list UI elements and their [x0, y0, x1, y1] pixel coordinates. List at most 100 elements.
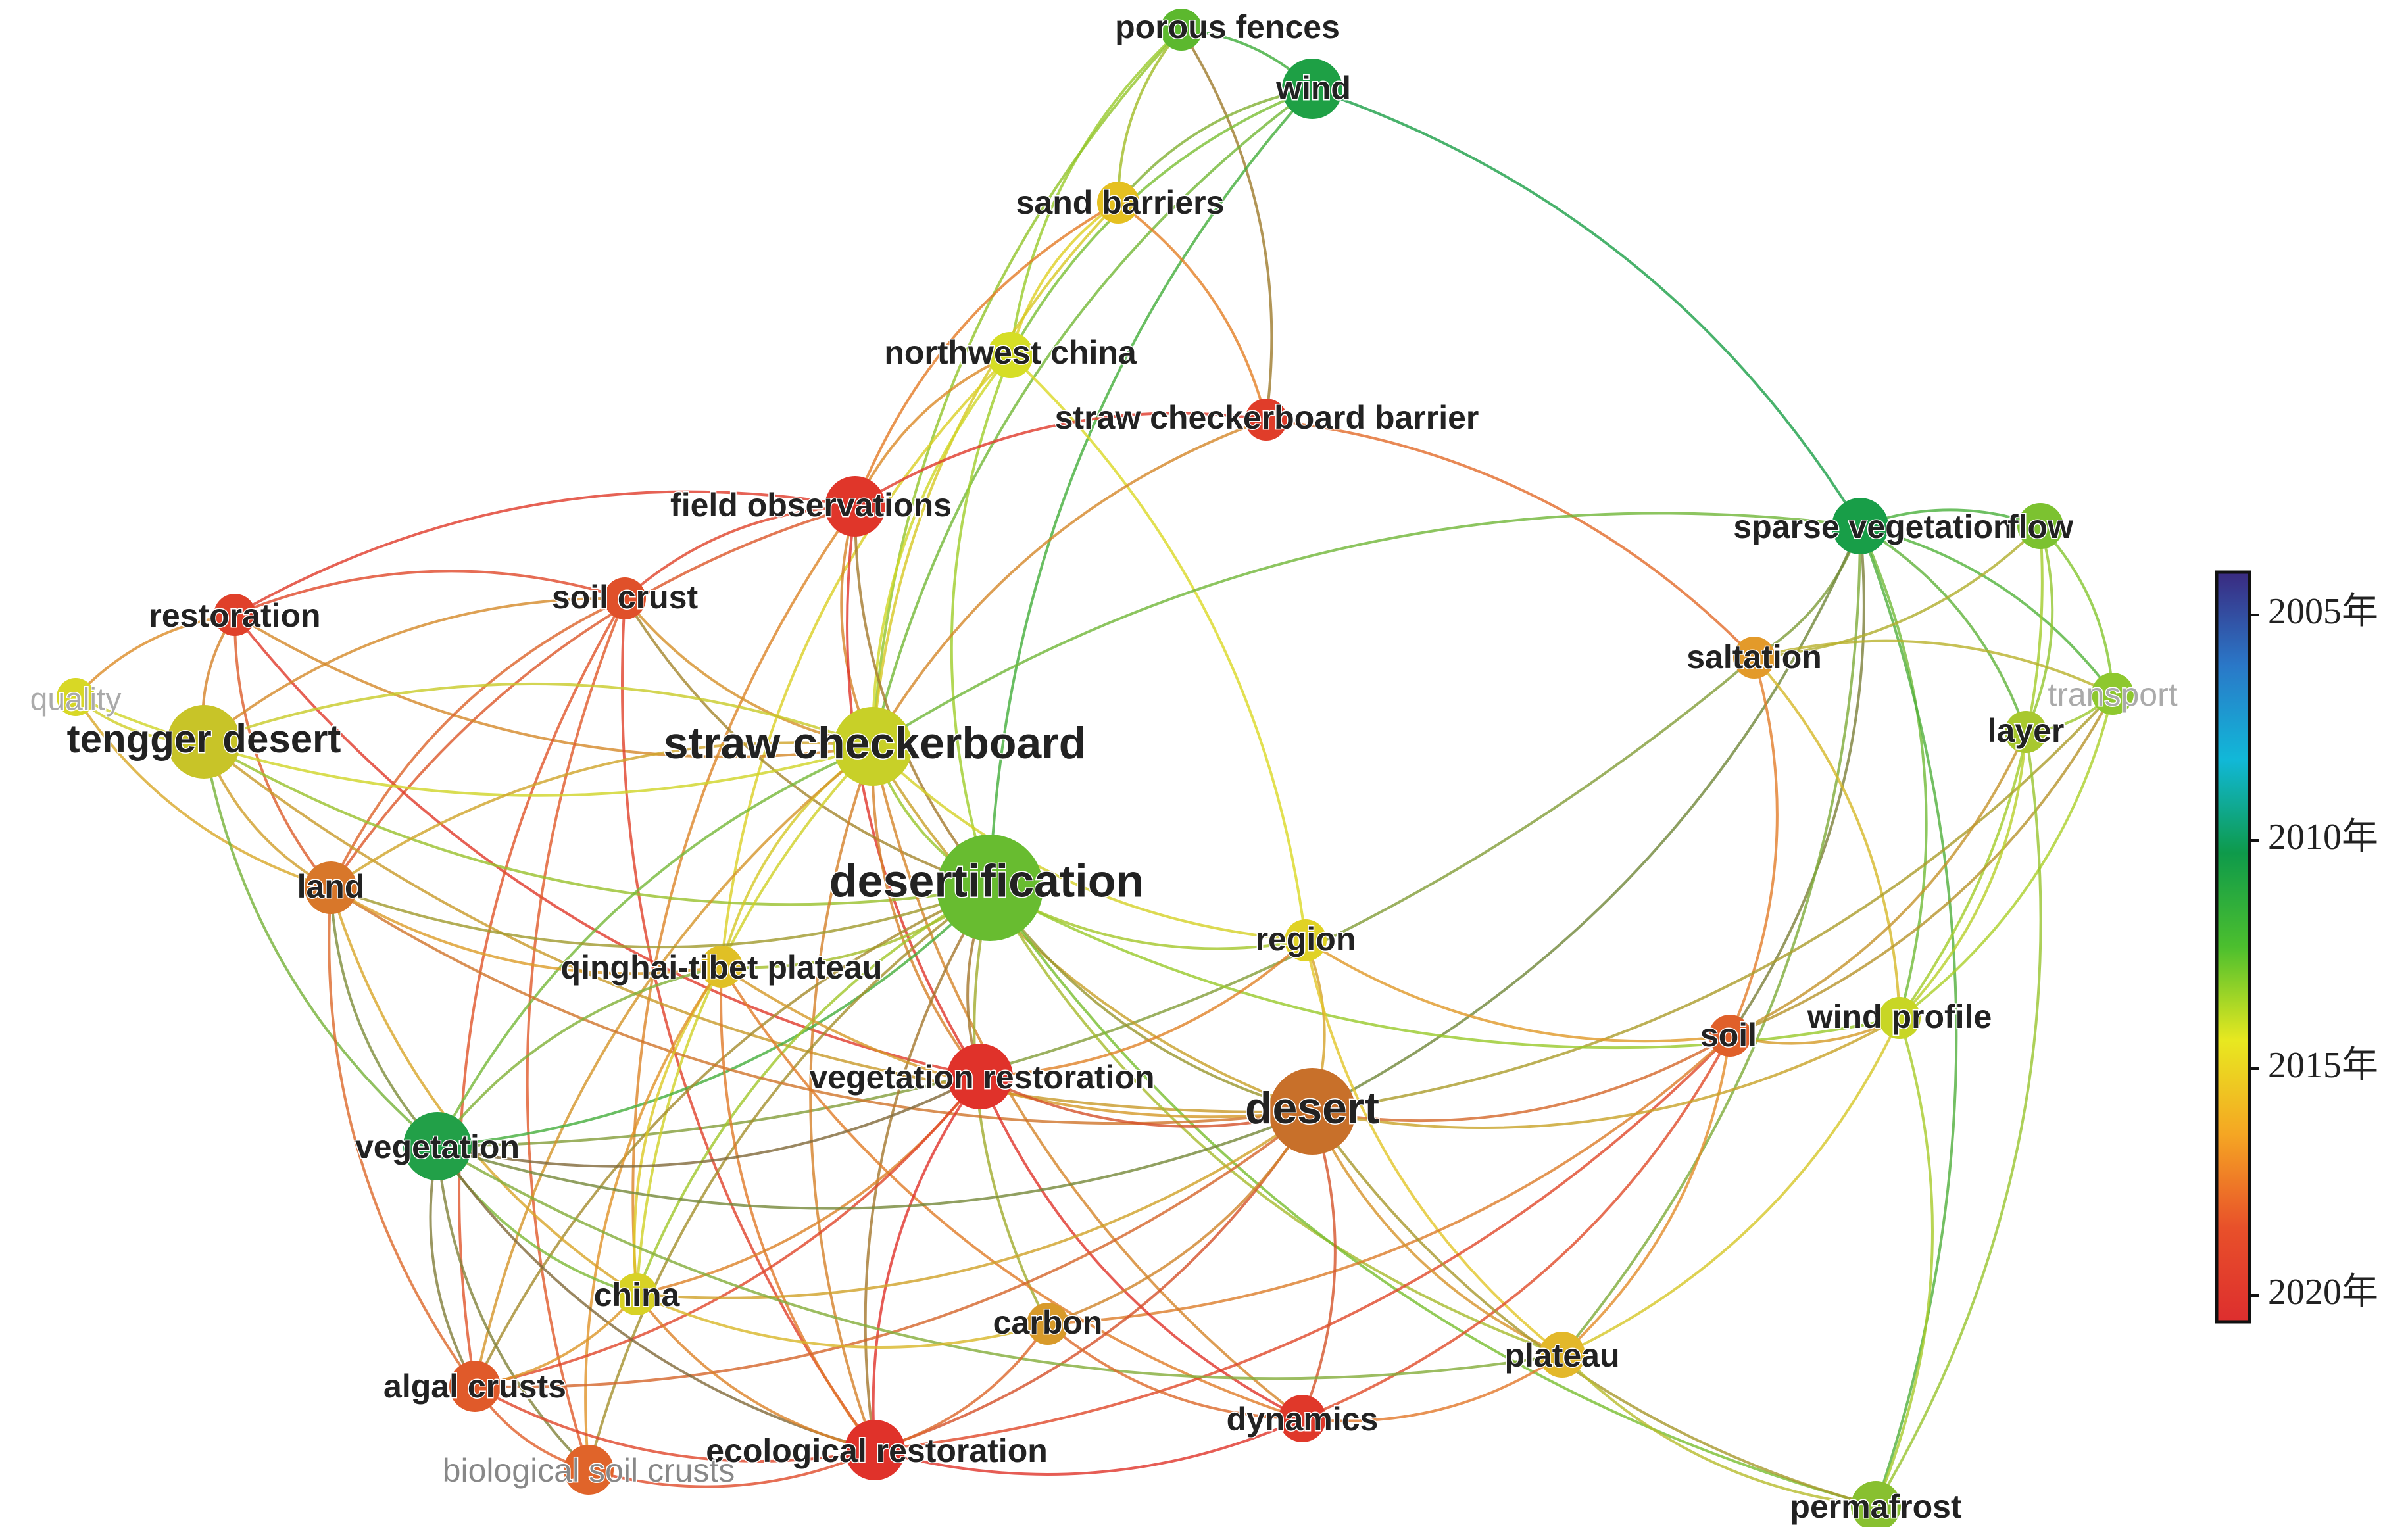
edge-straw-checkerboard-desert: [872, 745, 1314, 1113]
edge-ecological-restoration-biological-soil-crusts: [587, 1449, 876, 1488]
edge-wind-sand-barriers: [1117, 87, 1314, 204]
node-china[interactable]: [616, 1273, 658, 1315]
node-tengger-desert[interactable]: [167, 705, 241, 779]
node-sand-barriers[interactable]: [1097, 182, 1139, 224]
edge-sparse-vegetation-plateau: [1561, 525, 1862, 1356]
label-ecological-restoration: ecological restoration: [706, 1432, 1048, 1469]
label-desertification: desertification: [829, 855, 1144, 906]
edge-sand-barriers-northwest-china: [1009, 201, 1119, 356]
edge-layer: [74, 28, 2114, 1507]
edge-soil-crust-tengger-desert: [203, 596, 626, 743]
edge-tengger-desert-straw-checkerboard: [203, 682, 874, 748]
edge-porous-fences-northwest-china: [1009, 28, 1183, 356]
edge-straw-checkerboard-region: [872, 745, 1307, 942]
edge-desert-dynamics: [1301, 1110, 1337, 1420]
edge-soil-ecological-restoration: [873, 1034, 1731, 1451]
label-porous-fences: porous fences: [1115, 9, 1340, 45]
node-northwest-china[interactable]: [987, 332, 1033, 378]
label-northwest-china: northwest china: [884, 334, 1137, 371]
label-soil-crust: soil crust: [552, 579, 699, 616]
label-tengger-desert: tengger desert: [67, 717, 341, 761]
node-land[interactable]: [305, 861, 357, 914]
edge-straw-checkerboard-china: [635, 745, 874, 1296]
legend-tick-label: 2010年: [2268, 817, 2378, 858]
edge-wind-sparse-vegetation: [1311, 87, 1861, 527]
edge-layer-soil: [1729, 731, 2027, 1037]
node-sparse-vegetation[interactable]: [1832, 498, 1888, 554]
node-ecological-restoration[interactable]: [845, 1420, 905, 1480]
label-layer: layer: [1988, 712, 2065, 749]
node-vegetation-restoration[interactable]: [947, 1044, 1013, 1109]
edge-sparse-vegetation-layer: [1859, 525, 2027, 733]
edge-straw-checkerboard-vegetation-restoration: [871, 745, 981, 1078]
node-saltation[interactable]: [1733, 637, 1775, 679]
edge-algal-crusts-ecological-restoration: [474, 1385, 876, 1463]
node-wind[interactable]: [1282, 59, 1342, 119]
edge-region-plateau: [1304, 939, 1563, 1356]
label-land: land: [297, 868, 365, 905]
node-straw-checkerboard[interactable]: [833, 707, 912, 786]
node-soil[interactable]: [1709, 1015, 1751, 1057]
label-saltation: saltation: [1686, 639, 1822, 675]
node-vegetation[interactable]: [403, 1112, 472, 1180]
label-soil: soil: [1700, 1017, 1757, 1054]
node-qinghai-tibet-plateau[interactable]: [700, 946, 743, 988]
edge-qinghai-tibet-plateau-biological-soil-crusts: [584, 965, 723, 1471]
edge-soil-dynamics: [1301, 1034, 1731, 1420]
node-soil-crust[interactable]: [604, 577, 646, 619]
edge-sand-barriers-straw-checkerboard-barrier: [1117, 201, 1267, 421]
edge-straw-checkerboard-barrier-straw-checkerboard: [872, 418, 1267, 748]
edge-flow-transport: [2039, 525, 2114, 695]
node-straw-checkerboard-barrier[interactable]: [1245, 399, 1287, 441]
edge-sparse-vegetation-wind-profile: [1859, 525, 1928, 1019]
edge-restoration-straw-checkerboard: [233, 614, 874, 758]
edge-land-vegetation: [330, 886, 439, 1148]
edge-sparse-vegetation-straw-checkerboard: [872, 512, 1861, 748]
node-restoration[interactable]: [214, 594, 256, 636]
node-desert[interactable]: [1269, 1068, 1356, 1155]
edge-tengger-desert-desertification: [203, 740, 991, 906]
edge-china-carbon: [635, 1293, 1049, 1349]
node-wind-profile[interactable]: [1879, 997, 1921, 1039]
edge-desertification-plateau: [989, 886, 1563, 1356]
edge-straw-checkerboard-vegetation: [436, 745, 874, 1148]
edge-qinghai-tibet-plateau-vegetation: [436, 965, 723, 1148]
edge-soil-wind-profile: [1729, 1017, 1901, 1045]
edge-desertification-algal-crusts: [474, 886, 991, 1388]
node-plateau[interactable]: [1539, 1332, 1585, 1378]
edge-transport-wind-profile: [1898, 692, 2114, 1019]
label-straw-checkerboard: straw checkerboard: [664, 718, 1087, 768]
label-desert: desert: [1245, 1083, 1379, 1133]
node-porous-fences[interactable]: [1160, 9, 1202, 51]
label-quality: quality: [30, 683, 122, 717]
node-transport[interactable]: [2092, 673, 2134, 715]
edge-desertification-vegetation: [436, 886, 991, 1148]
edge-flow-wind-profile: [1898, 525, 2044, 1019]
edge-vegetation-restoration-dynamics: [979, 1075, 1304, 1420]
node-layer[interactable]: [2005, 711, 2047, 753]
node-field-observations[interactable]: [825, 476, 885, 537]
node-quality[interactable]: [57, 678, 95, 716]
edge-soil-crust-straw-checkerboard: [624, 597, 874, 748]
node-biological-soil-crusts[interactable]: [564, 1445, 614, 1495]
node-flow[interactable]: [2017, 503, 2063, 549]
edge-soil-crust-land: [330, 597, 626, 889]
node-algal-crusts[interactable]: [449, 1361, 501, 1412]
edge-plateau-dynamics: [1301, 1353, 1563, 1422]
edge-land-desert: [330, 886, 1314, 1125]
edge-sparse-vegetation-soil: [1729, 525, 1865, 1037]
node-carbon[interactable]: [1027, 1303, 1069, 1345]
edge-land-qinghai-tibet-plateau: [330, 886, 723, 975]
edge-soil-crust-biological-soil-crusts: [526, 597, 626, 1471]
node-permafrost[interactable]: [1851, 1481, 1901, 1527]
node-desertification[interactable]: [937, 835, 1043, 941]
node-region[interactable]: [1285, 919, 1327, 961]
edge-land-algal-crusts: [328, 886, 476, 1388]
edge-northwest-china-region: [1009, 354, 1307, 942]
label-region: region: [1256, 921, 1356, 957]
edge-sand-barriers-straw-checkerboard: [872, 201, 1119, 748]
node-dynamics[interactable]: [1279, 1395, 1326, 1442]
label-dynamics: dynamics: [1227, 1401, 1379, 1438]
